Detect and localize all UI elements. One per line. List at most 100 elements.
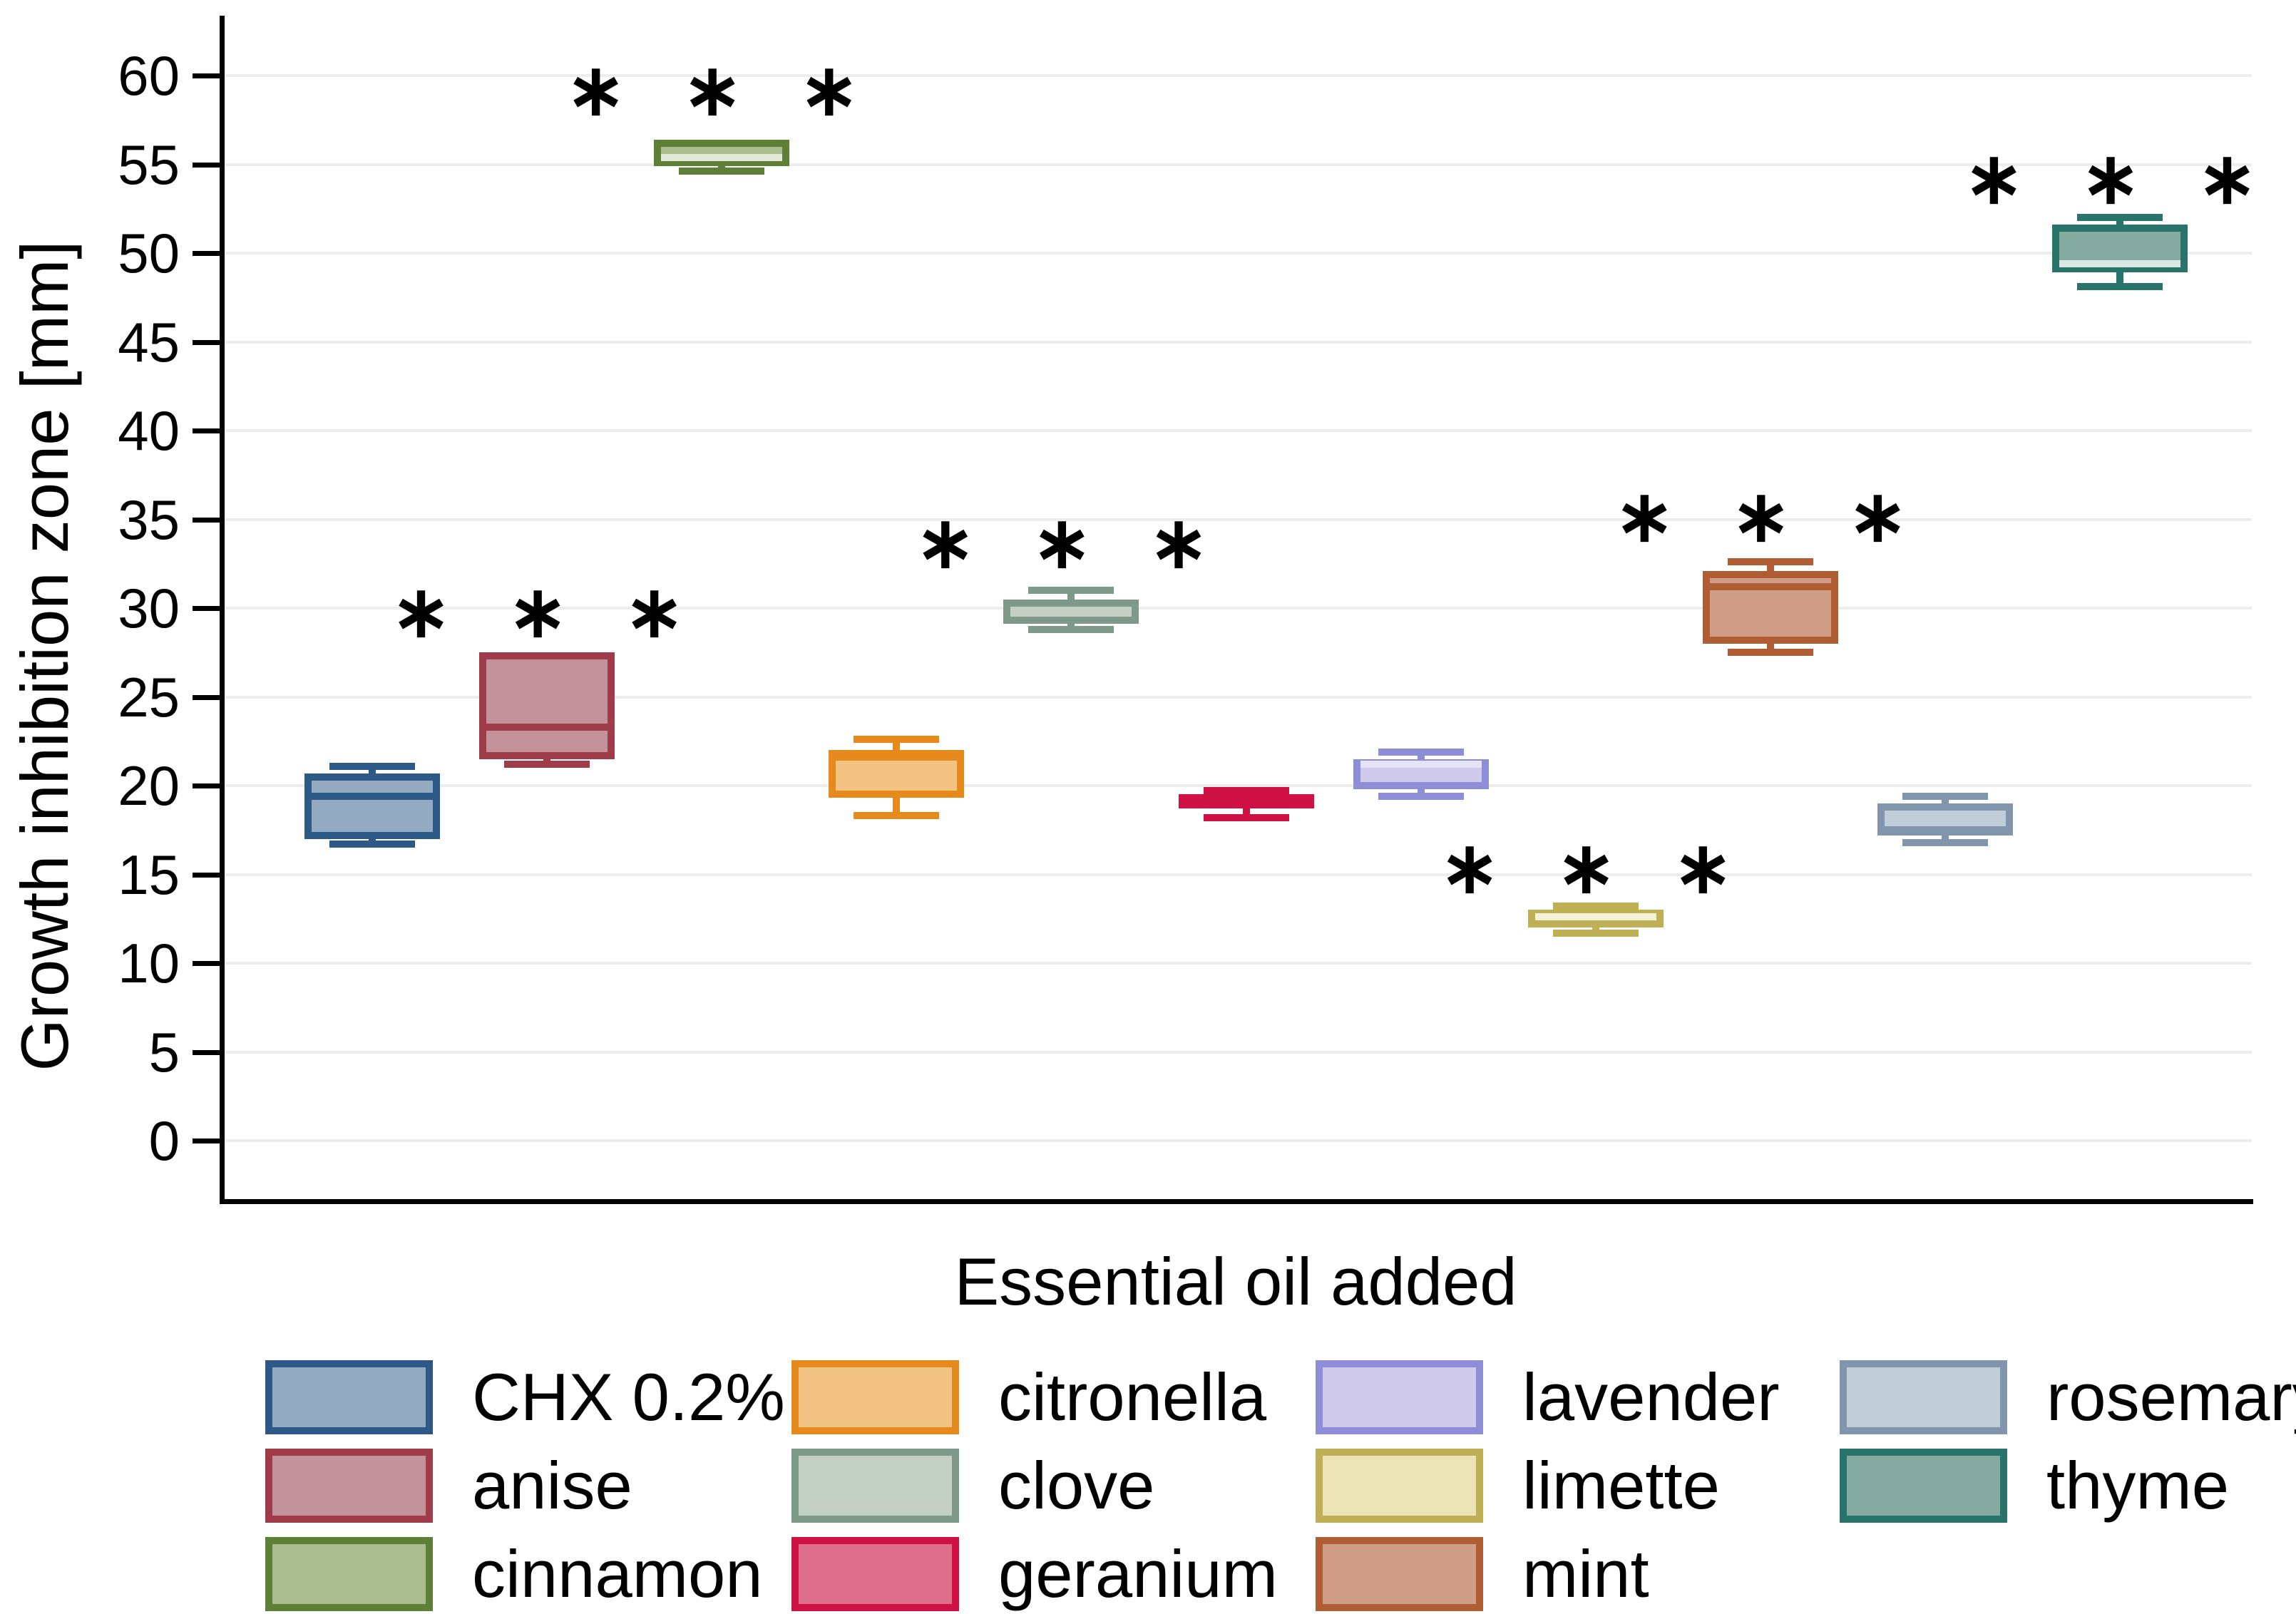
- upper-whisker-cap: [1203, 787, 1289, 795]
- upper-whisker-cap: [1552, 903, 1639, 910]
- y-gridline: [222, 1139, 2252, 1142]
- x-axis-title: Essential oil added: [954, 1244, 1517, 1319]
- y-tick-label: 5: [148, 1020, 180, 1084]
- legend-swatch-lavender: [1316, 1360, 1483, 1434]
- median-line: [2059, 259, 2180, 267]
- legend-label-limette: limette: [1522, 1448, 1720, 1523]
- upper-whisker-cap: [1378, 748, 1464, 756]
- y-tick-label: 25: [118, 665, 180, 729]
- y-tick-label: 60: [118, 44, 180, 107]
- legend-swatch-anise: [265, 1449, 433, 1523]
- lower-whisker-cap: [1028, 625, 1114, 633]
- y-tick-label: 50: [118, 222, 180, 284]
- y-tick: [193, 251, 220, 256]
- y-tick-label: 0: [148, 1109, 180, 1172]
- median-line: [1884, 826, 2006, 834]
- box-CHX 0.2%: [304, 773, 440, 839]
- y-tick: [193, 783, 220, 788]
- box-cinnamon: [654, 139, 790, 166]
- legend-swatch-geranium: [791, 1537, 959, 1611]
- box-mint: [1702, 570, 1838, 644]
- y-tick: [193, 694, 220, 700]
- legend-label-mint: mint: [1522, 1536, 1649, 1611]
- lower-whisker: [893, 798, 901, 816]
- median-line: [1360, 761, 1482, 769]
- lower-whisker: [2116, 272, 2123, 287]
- median-line: [661, 153, 783, 161]
- legend-swatch-rosemary: [1840, 1360, 2007, 1434]
- median-line: [1010, 599, 1132, 607]
- legend-label-rosemary: rosemary: [2046, 1359, 2296, 1434]
- lower-whisker-cap: [1552, 929, 1639, 937]
- lower-whisker-cap: [1727, 649, 1813, 657]
- y-tick-label: 30: [118, 577, 180, 639]
- y-tick: [193, 428, 220, 433]
- y-tick: [193, 1138, 220, 1143]
- legend-label-CHX 0.2%: CHX 0.2%: [472, 1359, 785, 1434]
- lower-whisker-cap: [1378, 792, 1464, 800]
- significance-stars: ∗ ∗ ∗: [915, 503, 1227, 583]
- upper-whisker: [1766, 562, 1774, 571]
- lower-whisker-cap: [854, 812, 940, 820]
- median-line: [1185, 794, 1307, 802]
- upper-whisker-cap: [329, 762, 415, 770]
- legend-label-clove: clove: [998, 1448, 1155, 1523]
- significance-stars: ∗ ∗ ∗: [1440, 828, 1752, 908]
- legend-label-geranium: geranium: [998, 1536, 1278, 1611]
- lower-whisker-cap: [504, 761, 590, 769]
- y-tick: [193, 339, 220, 345]
- y-gridline: [222, 607, 2252, 610]
- y-gridline: [222, 74, 2252, 77]
- median-line: [486, 723, 608, 731]
- median-line: [836, 754, 958, 761]
- y-gridline: [222, 962, 2252, 965]
- median-line: [1534, 913, 1656, 921]
- legend-swatch-CHX 0.2%: [265, 1360, 433, 1434]
- y-tick-label: 55: [118, 133, 180, 196]
- y-tick-label: 15: [118, 843, 180, 906]
- lower-whisker: [1242, 805, 1250, 818]
- y-tick: [193, 872, 220, 878]
- legend-swatch-cinnamon: [265, 1537, 433, 1611]
- upper-whisker-cap: [854, 736, 940, 744]
- lower-whisker: [1766, 643, 1774, 653]
- y-tick: [193, 162, 220, 168]
- y-tick-label: 45: [118, 310, 180, 374]
- significance-stars: ∗ ∗ ∗: [565, 50, 878, 130]
- y-gridline: [222, 163, 2252, 166]
- upper-whisker: [1067, 590, 1075, 600]
- y-tick-label: 35: [118, 488, 180, 551]
- y-tick-label: 10: [118, 932, 180, 994]
- upper-whisker-cap: [1727, 558, 1813, 566]
- y-tick: [193, 1049, 220, 1055]
- y-gridline: [222, 340, 2252, 344]
- upper-whisker-cap: [1028, 587, 1114, 595]
- lower-whisker-cap: [679, 168, 765, 175]
- legend-swatch-clove: [791, 1449, 959, 1523]
- significance-stars: ∗ ∗ ∗: [1964, 138, 2276, 219]
- y-tick-label: 20: [118, 754, 180, 817]
- y-tick-label: 40: [118, 399, 180, 462]
- median-line: [312, 792, 433, 800]
- y-axis-line: [220, 16, 225, 1199]
- y-gridline: [222, 695, 2252, 699]
- significance-stars: ∗ ∗ ∗: [1614, 476, 1927, 557]
- y-gridline: [222, 429, 2252, 432]
- upper-whisker: [893, 739, 901, 751]
- legend-swatch-limette: [1316, 1449, 1483, 1523]
- legend-label-citronella: citronella: [998, 1359, 1267, 1434]
- y-tick: [193, 517, 220, 523]
- y-gridline: [222, 784, 2252, 787]
- legend-label-cinnamon: cinnamon: [472, 1536, 763, 1611]
- box-anise: [479, 652, 615, 759]
- significance-stars: ∗ ∗ ∗: [391, 572, 703, 652]
- y-gridline: [222, 873, 2252, 876]
- upper-whisker-cap: [2077, 214, 2163, 222]
- legend-swatch-thyme: [1840, 1449, 2007, 1523]
- x-axis-line: [220, 1199, 2253, 1204]
- legend-swatch-citronella: [791, 1360, 959, 1434]
- median-line: [1709, 583, 1831, 591]
- legend-swatch-mint: [1316, 1537, 1483, 1611]
- lower-whisker-cap: [2077, 283, 2163, 291]
